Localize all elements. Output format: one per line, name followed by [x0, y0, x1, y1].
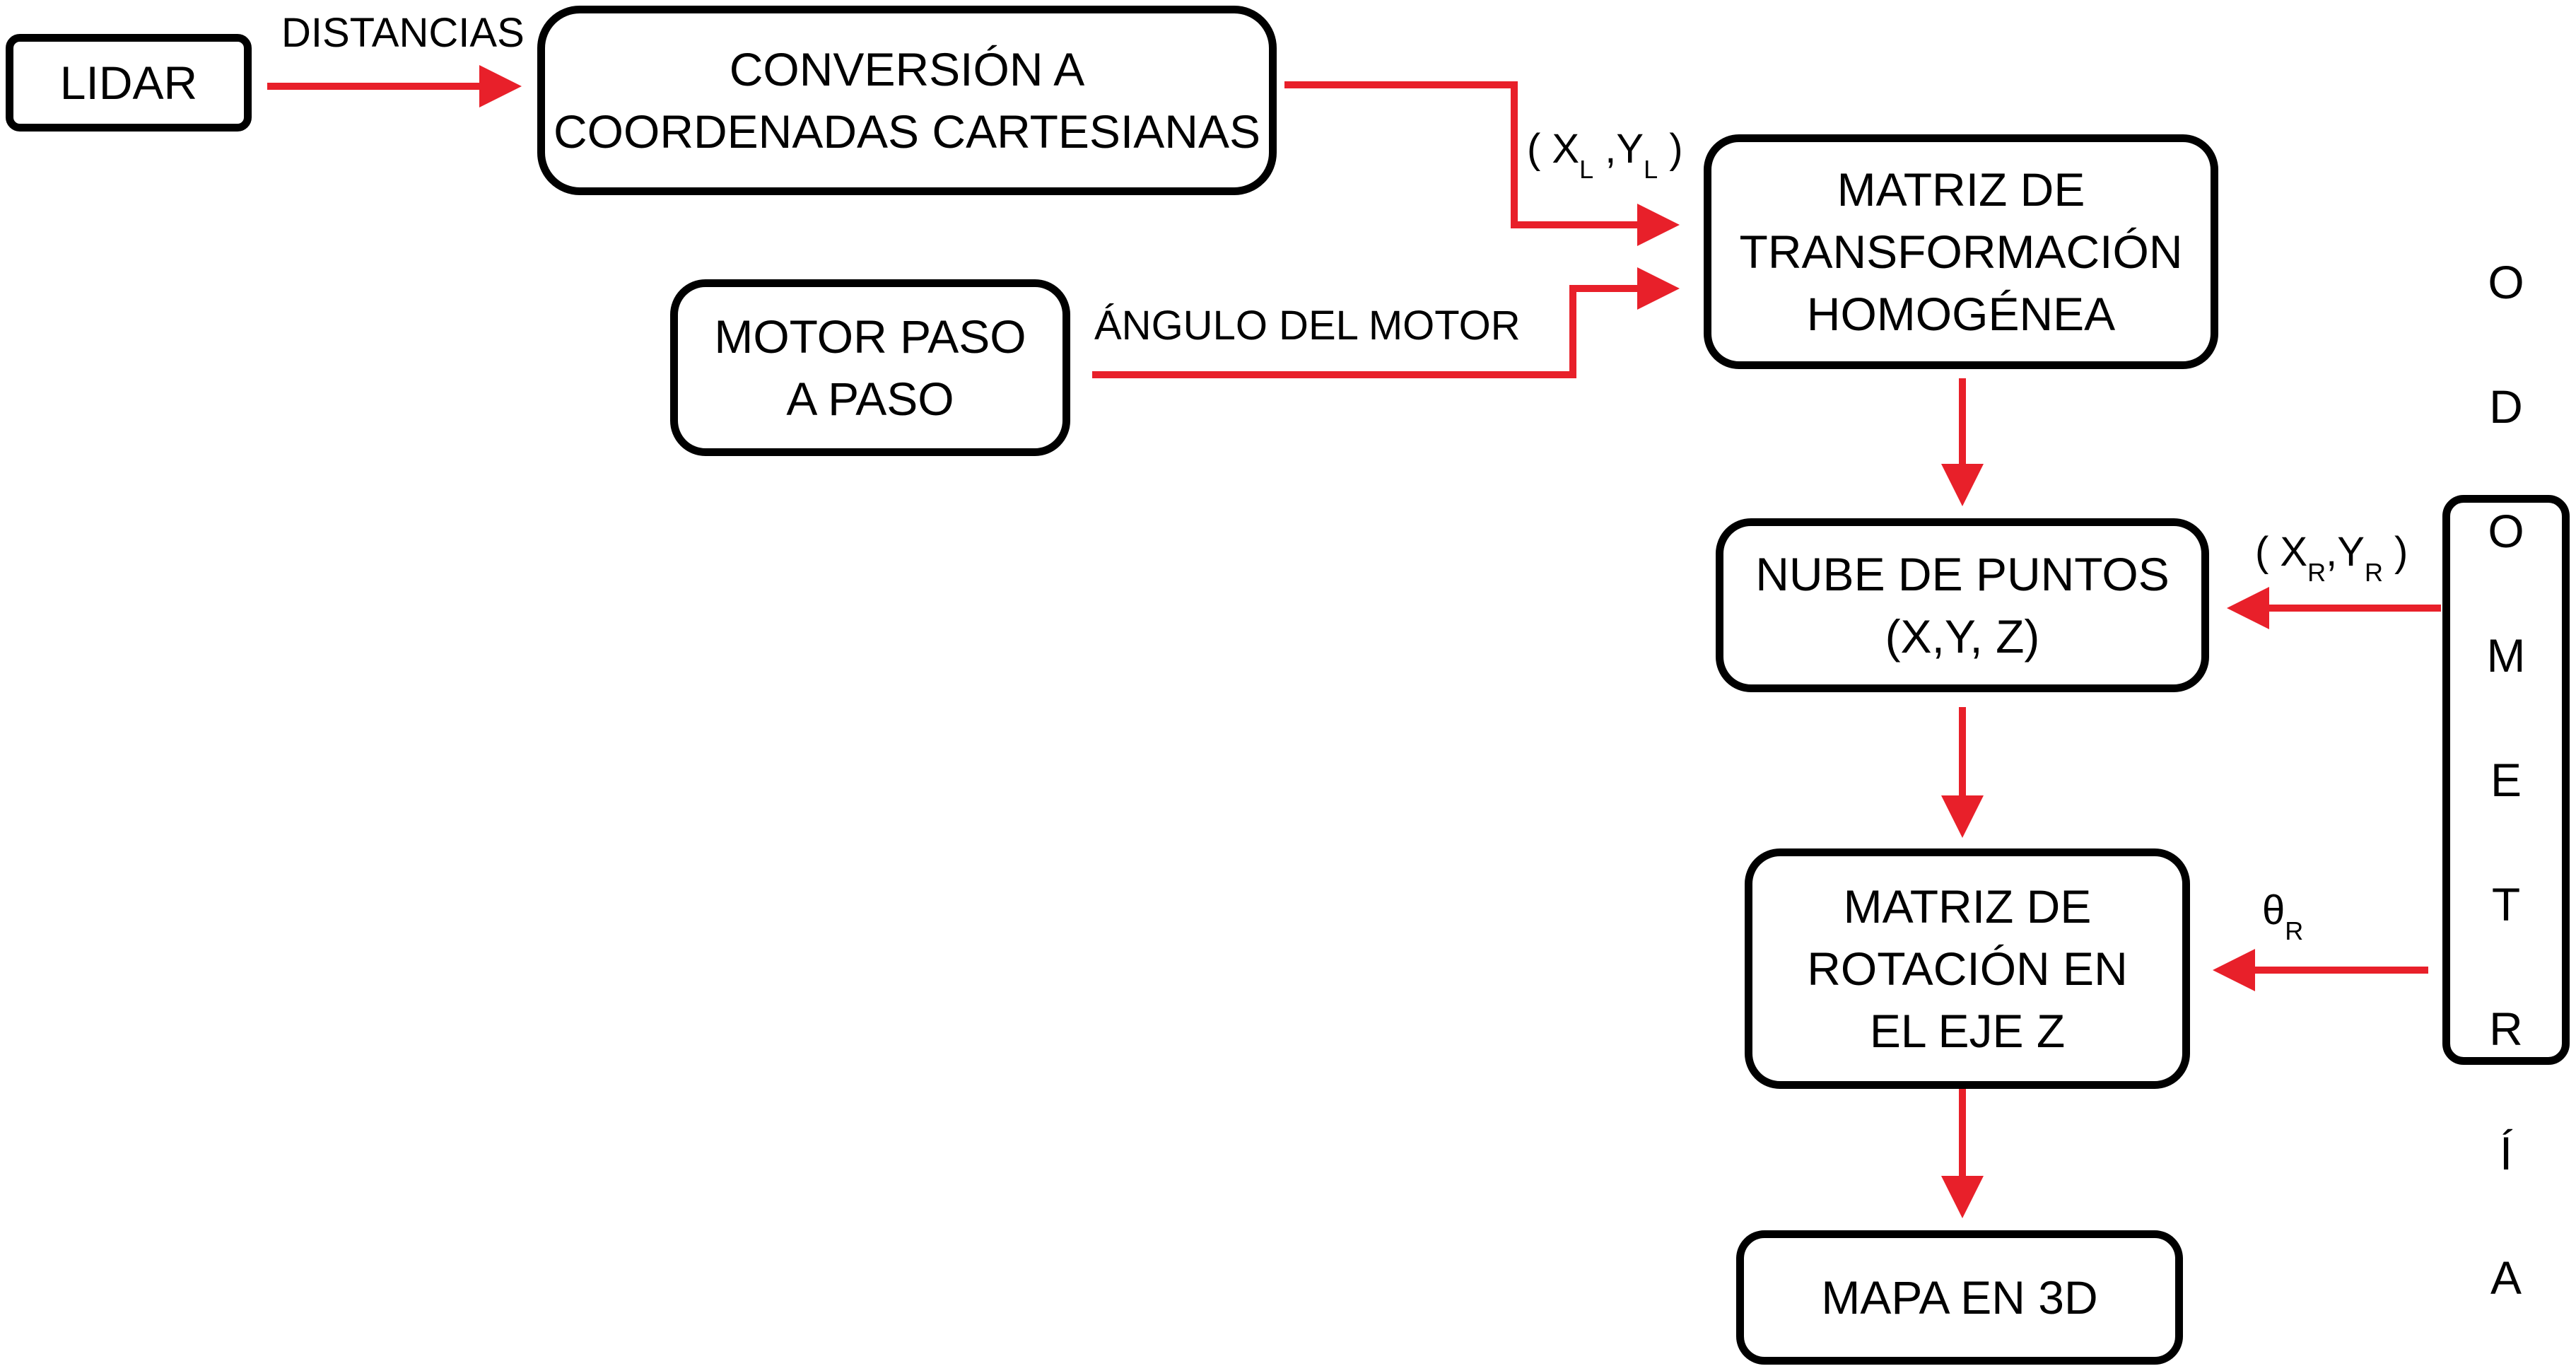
odometria-letter: A: [2490, 1252, 2522, 1304]
matriz-rotacion-label: MATRIZ DE ROTACIÓN EN EL EJE Z: [1807, 880, 2128, 1057]
mapa-3d-box: MAPA EN 3D: [1736, 1230, 2183, 1365]
lidar-label: LIDAR: [59, 57, 198, 109]
xr-yr-label: ( XR,YR ): [2255, 529, 2408, 587]
odometria-letter: D: [2489, 380, 2523, 433]
matriz-rotacion-box: MATRIZ DE ROTACIÓN EN EL EJE Z: [1745, 848, 2190, 1089]
odometria-letter: T: [2491, 878, 2521, 930]
matriz-transformacion-box: MATRIZ DE TRANSFORMACIÓN HOMOGÉNEA: [1704, 134, 2218, 369]
odometria-letter: O: [2488, 505, 2524, 557]
matriz-transformacion-label: MATRIZ DE TRANSFORMACIÓN HOMOGÉNEA: [1739, 163, 2183, 340]
conversion-label: CONVERSIÓN A COORDENADAS CARTESIANAS: [554, 43, 1260, 158]
odometria-letter: R: [2489, 1003, 2523, 1055]
xl-yl-label: ( XL ,YL ): [1527, 126, 1683, 184]
angulo-del-motor-label: ÁNGULO DEL MOTOR: [1094, 303, 1521, 349]
distancias-label: DISTANCIAS: [281, 10, 525, 56]
conversion-box: CONVERSIÓN A COORDENADAS CARTESIANAS: [537, 6, 1277, 195]
nube-de-puntos-box: NUBE DE PUNTOS (X,Y, Z): [1716, 518, 2209, 692]
mapa-3d-label: MAPA EN 3D: [1821, 1271, 2098, 1324]
motor-box: MOTOR PASO A PASO: [670, 279, 1070, 456]
odometria-box: O D O M E T R Í A: [2442, 256, 2570, 1304]
motor-label: MOTOR PASO A PASO: [714, 310, 1026, 425]
odometria-letter: M: [2486, 629, 2526, 682]
arrow-motor-to-matriz-transformacion: [1092, 267, 1680, 378]
odometria-letter: E: [2490, 754, 2522, 806]
lidar-box: LIDAR: [6, 34, 252, 132]
odometria-letter: Í: [2499, 1127, 2513, 1179]
nube-de-puntos-label: NUBE DE PUNTOS (X,Y, Z): [1755, 548, 2170, 663]
odometria-label: O D O M E T R Í A: [2450, 189, 2562, 1371]
theta-r-label: θR: [2262, 887, 2304, 945]
odometria-letter: O: [2488, 256, 2524, 308]
arrow-conversion-to-matriz-transformacion: [1284, 81, 1680, 246]
